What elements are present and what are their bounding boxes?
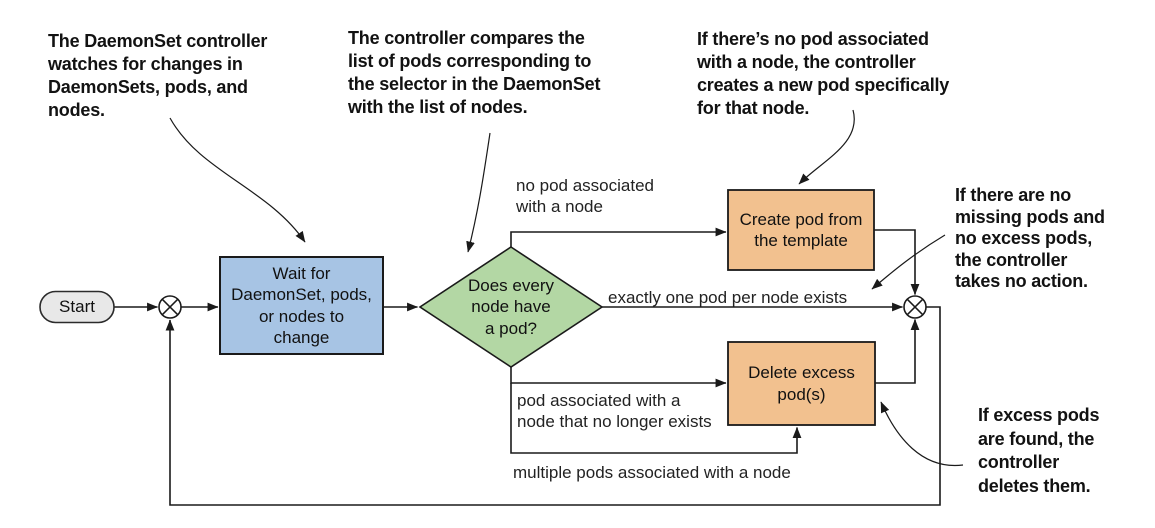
edge-loop-back <box>165 306 941 506</box>
edge-multiple-pods-branch <box>510 383 802 454</box>
leader-creates-arrow <box>798 109 855 185</box>
edge-delete-to-merge2 <box>875 318 920 384</box>
leader-compares-arrow <box>466 132 491 253</box>
merge-junction-right <box>903 295 927 319</box>
leader-deletes-arrow <box>880 401 964 467</box>
merge-junction-left <box>158 295 182 319</box>
start-terminal-label: Start <box>59 296 95 316</box>
edge-label-multiple-pods: multiple pods associated with a node <box>513 463 791 482</box>
edge-no-pod-branch <box>510 227 727 247</box>
leader-no-action-arrow <box>871 234 946 290</box>
start-terminal-shape <box>39 290 115 324</box>
leader-watches-arrow <box>169 117 306 243</box>
delete-pod-shape <box>727 341 876 426</box>
decision-diamond-shape <box>418 246 604 368</box>
wait-process-shape <box>219 256 384 355</box>
edge-label-exactly-one: exactly one pod per node exists <box>608 288 848 307</box>
edge-pod-no-node-branch <box>510 367 727 388</box>
edge-create-to-merge2 <box>874 229 920 296</box>
x-junction-icon <box>906 298 924 316</box>
x-junction-icon <box>161 298 179 316</box>
create-pod-shape <box>727 189 875 271</box>
